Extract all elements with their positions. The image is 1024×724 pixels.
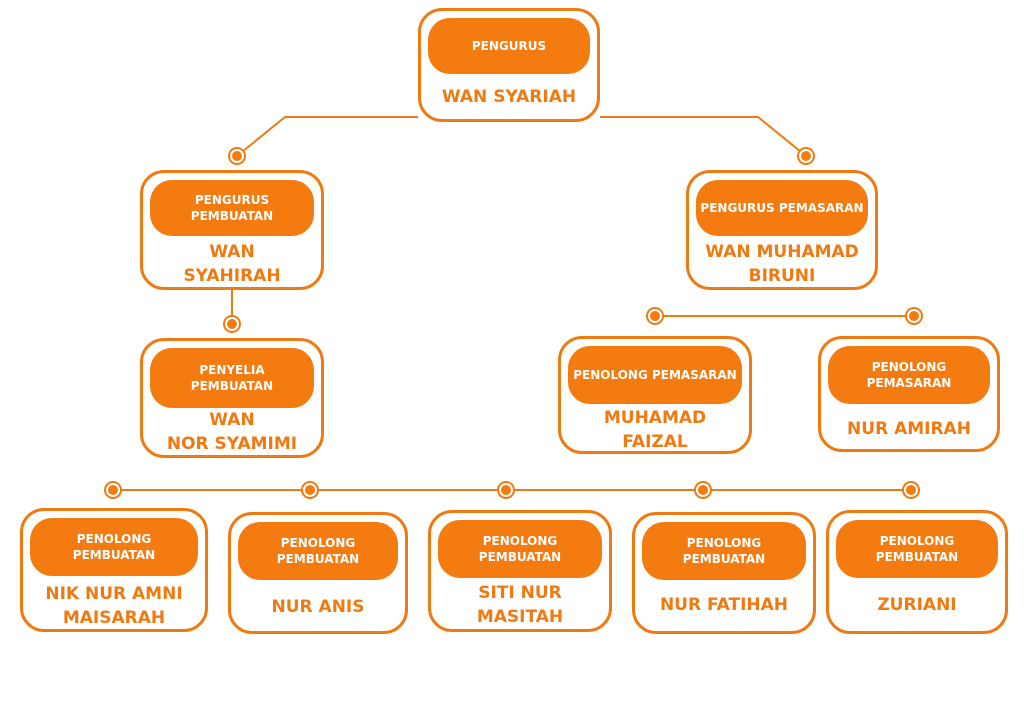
node-production-assistant-1: PENOLONG PEMBUATAN NIK NUR AMNI MAISARAH xyxy=(20,508,208,632)
node-production-supervisor: PENYELIA PEMBUATAN WAN NOR SYAMIMI xyxy=(140,338,324,458)
person-name: SITI NUR MASITAH xyxy=(476,583,564,627)
junction-dot xyxy=(223,315,241,333)
role-label: PENOLONG PEMBUATAN xyxy=(478,534,562,564)
role-label: PENOLONG PEMASARAN xyxy=(866,360,952,390)
junction-dot xyxy=(694,481,712,499)
person-name: NIK NUR AMNI MAISARAH xyxy=(45,584,183,628)
role-label: PENOLONG PEMBUATAN xyxy=(682,536,766,566)
junction-dot xyxy=(301,481,319,499)
role-badge: PENOLONG PEMASARAN xyxy=(568,346,742,404)
node-root: PENGURUS WAN SYARIAH xyxy=(418,8,600,122)
role-badge: PENGURUS PEMBUATAN xyxy=(150,180,314,236)
junction-dot xyxy=(902,481,920,499)
role-badge: PENGURUS xyxy=(428,18,590,74)
role-badge: PENOLONG PEMBUATAN xyxy=(238,522,398,580)
role-label: PENOLONG PEMBUATAN xyxy=(276,536,360,566)
role-badge: PENOLONG PEMASARAN xyxy=(828,346,990,404)
junction-dot xyxy=(646,307,664,325)
role-badge: PENOLONG PEMBUATAN xyxy=(30,518,198,576)
role-badge: PENYELIA PEMBUATAN xyxy=(150,348,314,408)
person-name: NUR ANIS xyxy=(271,597,365,617)
role-badge: PENOLONG PEMBUATAN xyxy=(836,520,998,578)
person-name: NUR AMIRAH xyxy=(847,419,971,439)
person-name: MUHAMAD FAIZAL xyxy=(603,408,707,452)
person-name: WAN MUHAMAD BIRUNI xyxy=(705,242,859,286)
junction-dot xyxy=(104,481,122,499)
role-badge: PENOLONG PEMBUATAN xyxy=(642,522,806,580)
node-manufacturing-manager: PENGURUS PEMBUATAN WAN SYAHIRAH xyxy=(140,170,324,290)
role-badge: PENGURUS PEMASARAN xyxy=(696,180,868,236)
junction-dot xyxy=(797,147,815,165)
role-label: PENYELIA PEMBUATAN xyxy=(190,363,274,393)
role-label: PENOLONG PEMASARAN xyxy=(573,368,737,382)
role-label: PENGURUS PEMBUATAN xyxy=(190,193,274,223)
junction-dot xyxy=(905,307,923,325)
person-name: WAN SYAHIRAH xyxy=(183,242,281,286)
role-label: PENOLONG PEMBUATAN xyxy=(72,532,156,562)
role-label: PENGURUS PEMASARAN xyxy=(700,201,864,215)
node-marketing-assistant-1: PENOLONG PEMASARAN MUHAMAD FAIZAL xyxy=(558,336,752,454)
node-production-assistant-5: PENOLONG PEMBUATAN ZURIANI xyxy=(826,510,1008,634)
role-badge: PENOLONG PEMBUATAN xyxy=(438,520,602,578)
node-marketing-assistant-2: PENOLONG PEMASARAN NUR AMIRAH xyxy=(818,336,1000,452)
person-name: WAN NOR SYAMIMI xyxy=(166,410,298,454)
node-marketing-manager: PENGURUS PEMASARAN WAN MUHAMAD BIRUNI xyxy=(686,170,878,290)
person-name: NUR FATIHAH xyxy=(659,595,789,615)
junction-dot xyxy=(497,481,515,499)
role-label: PENOLONG PEMBUATAN xyxy=(875,534,959,564)
node-production-assistant-3: PENOLONG PEMBUATAN SITI NUR MASITAH xyxy=(428,510,612,632)
connector-root-right xyxy=(600,116,807,157)
role-label: PENGURUS xyxy=(471,39,547,53)
node-production-assistant-4: PENOLONG PEMBUATAN NUR FATIHAH xyxy=(632,512,816,634)
person-name: ZURIANI xyxy=(877,595,957,615)
person-name: WAN SYARIAH xyxy=(441,87,577,107)
junction-dot xyxy=(228,147,246,165)
connector-root-left xyxy=(236,116,418,157)
node-production-assistant-2: PENOLONG PEMBUATAN NUR ANIS xyxy=(228,512,408,634)
